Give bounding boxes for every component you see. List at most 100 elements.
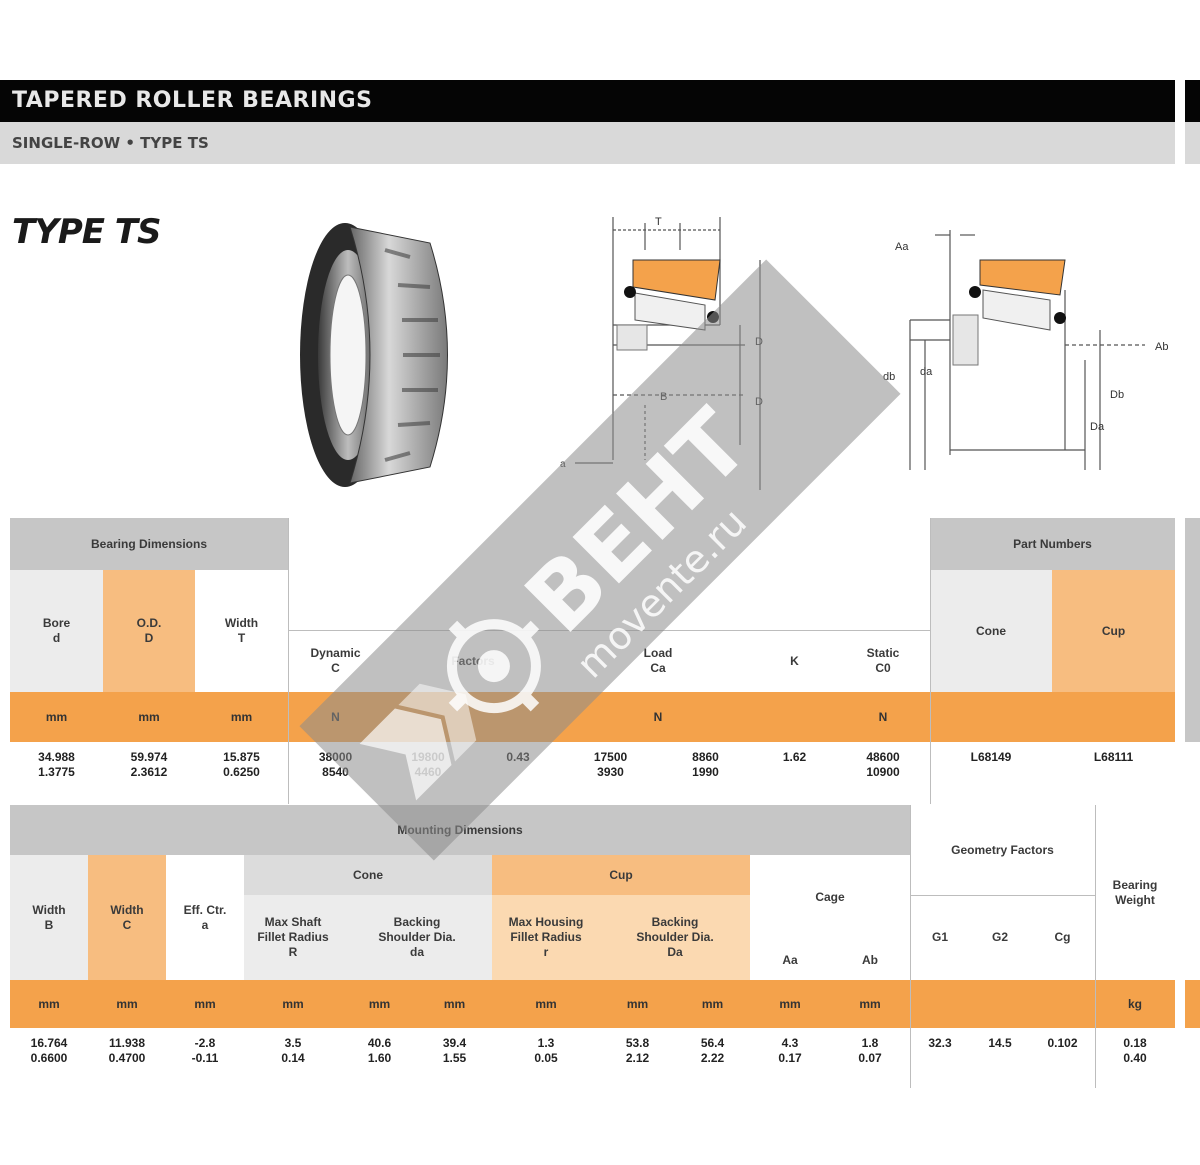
header-bar: TAPERED ROLLER BEARINGS (0, 80, 1175, 122)
t2-unit-ab: mm (830, 980, 910, 1028)
t2-val-Da: 53.8 2.12 (600, 1028, 675, 1088)
t1-divider (288, 630, 930, 631)
t2-unit-aa: mm (750, 980, 830, 1028)
t1-unit-od: mm (103, 692, 195, 742)
t1-val-cup: L68111 (1052, 742, 1175, 804)
svg-text:Ab: Ab (1155, 341, 1168, 353)
t2-val-R: 3.5 0.14 (244, 1028, 342, 1088)
t2-col-cg: Cg (1030, 895, 1095, 980)
t2-group-cup: Cup (492, 855, 750, 895)
t1-col-cup: Cup (1052, 570, 1175, 692)
header-bar-right (1185, 80, 1200, 122)
svg-text:Da: Da (1090, 421, 1105, 433)
t2-val-r: 1.3 0.05 (492, 1028, 600, 1088)
t2-col-width-c: Width C (88, 855, 166, 980)
t2-unit-a: mm (166, 980, 244, 1028)
t2-val-a: -2.8 -0.11 (166, 1028, 244, 1088)
t2-val-g1: 32.3 (910, 1028, 970, 1088)
t2-group-geometry: Geometry Factors (910, 805, 1095, 895)
t1-val-ca: 17500 3930 (563, 742, 658, 804)
t1-val-od: 59.974 2.3612 (103, 742, 195, 804)
t2-divider (910, 895, 1095, 896)
t1-col-k: K (753, 630, 836, 692)
t2-unit-c: mm (88, 980, 166, 1028)
t2-unit-R: mm (244, 980, 342, 1028)
t1-unit-dynamic: N (288, 692, 383, 742)
t2-edge-unit (1185, 980, 1200, 1028)
t2-col-ab: Ab (830, 940, 910, 980)
svg-text:a: a (560, 459, 566, 470)
t2-unit-r: mm (492, 980, 600, 1028)
t2-unit-db: mm (417, 980, 492, 1028)
t2-unit-Da: mm (600, 980, 675, 1028)
type-title: TYPE TS (12, 212, 161, 252)
t2-col-g2: G2 (970, 895, 1030, 980)
t1-val-cone: L68149 (930, 742, 1052, 804)
t2-group-cone: Cone (244, 855, 492, 895)
t1-col-bore: Bore d (10, 570, 103, 692)
t1-val-e: 0.43 (473, 742, 563, 804)
t2-edge (1185, 805, 1200, 980)
svg-text:da: da (920, 366, 933, 378)
t1-val-width: 15.875 0.6250 (195, 742, 288, 804)
t1-val-bore: 34.988 1.3775 (10, 742, 103, 804)
t1-col-factors: Factors (383, 630, 563, 692)
svg-text:T: T (655, 216, 662, 228)
t2-unit-Db: mm (675, 980, 750, 1028)
t1-col-load-ca: Load Ca (563, 630, 753, 692)
t2-col-cone-fillet: Max Shaft Fillet Radius R (244, 895, 342, 980)
t2-val-cg: 0.102 (1030, 1028, 1095, 1088)
t2-divider (1095, 805, 1096, 1088)
t1-group-bearing-dimensions: Bearing Dimensions (10, 518, 288, 570)
t1-col-dynamic: Dynamic C (288, 630, 383, 692)
subheader-title: SINGLE-ROW • TYPE TS (12, 134, 209, 152)
subheader-bar-right (1185, 122, 1200, 164)
t2-group-mounting: Mounting Dimensions (10, 805, 910, 855)
t1-col-cone: Cone (930, 570, 1052, 692)
header-title: TAPERED ROLLER BEARINGS (12, 88, 373, 113)
t1-col-od: O.D. D (103, 570, 195, 692)
t1-edge (1185, 518, 1200, 742)
svg-text:Aa: Aa (895, 241, 909, 253)
t1-unit-width: mm (195, 692, 288, 742)
t2-val-weight: 0.18 0.40 (1095, 1028, 1175, 1088)
t2-col-cup-fillet: Max Housing Fillet Radius r (492, 895, 600, 980)
t1-unit-bore: mm (10, 692, 103, 742)
t1-unit-static: N (836, 692, 930, 742)
t2-col-eff-ctr: Eff. Ctr. a (166, 855, 244, 980)
t2-unit-weight: kg (1095, 980, 1175, 1028)
t2-col-cup-backing: Backing Shoulder Dia. Da (600, 895, 750, 980)
t2-val-da: 40.6 1.60 (342, 1028, 417, 1088)
t2-col-width-b: Width B (10, 855, 88, 980)
bearing-dimension-diagram: T D D B a (560, 216, 763, 490)
t1-val-ca2: 8860 1990 (658, 742, 753, 804)
t2-col-cone-backing: Backing Shoulder Dia. da (342, 895, 492, 980)
t1-val-k: 1.62 (753, 742, 836, 804)
t1-val-c0: 48600 10900 (836, 742, 930, 804)
t2-col-g1: G1 (910, 895, 970, 980)
t2-col-cage: Cage (750, 855, 910, 940)
t2-val-Db: 56.4 2.22 (675, 1028, 750, 1088)
t2-unit-da: mm (342, 980, 417, 1028)
t2-divider (910, 805, 911, 1088)
t2-val-ab: 1.8 0.07 (830, 1028, 910, 1088)
t1-val-c1: 38000 8540 (288, 742, 383, 804)
t2-val-c: 11.938 0.4700 (88, 1028, 166, 1088)
mounting-dimension-diagram: Aa Ab db da Db Da (883, 230, 1168, 470)
t1-group-part-numbers: Part Numbers (930, 518, 1175, 570)
t2-col-aa: Aa (750, 940, 830, 980)
t2-unit-b: mm (10, 980, 88, 1028)
t1-col-width: Width T (195, 570, 288, 692)
t2-val-b: 16.764 0.6600 (10, 1028, 88, 1088)
svg-text:B: B (660, 391, 667, 403)
svg-text:Db: Db (1110, 389, 1124, 401)
svg-text:D: D (755, 336, 763, 348)
t1-val-c2: 19800 4460 (383, 742, 473, 804)
t2-val-db: 39.4 1.55 (417, 1028, 492, 1088)
t2-val-aa: 4.3 0.17 (750, 1028, 830, 1088)
svg-text:db: db (883, 371, 895, 383)
t1-divider (930, 518, 931, 804)
t1-unit-load: N (563, 692, 753, 742)
t2-val-g2: 14.5 (970, 1028, 1030, 1088)
svg-text:D: D (755, 396, 763, 408)
